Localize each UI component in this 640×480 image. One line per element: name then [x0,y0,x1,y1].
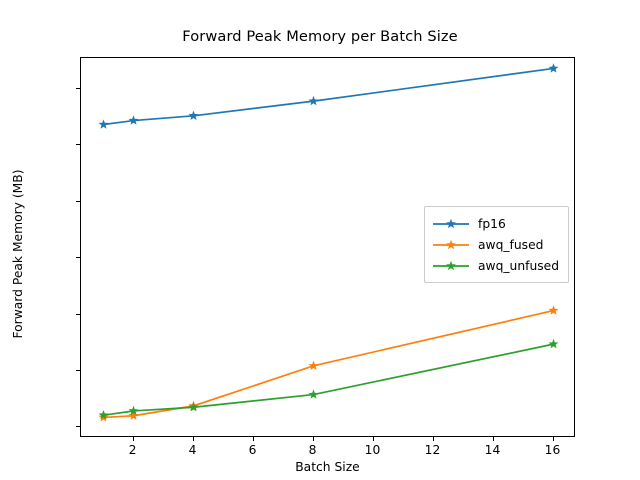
x-axis-tick-mark [192,437,194,441]
legend-item-fp16[interactable]: fp16 [432,213,559,234]
data-point-marker [548,305,559,315]
x-axis-tick-label: 6 [248,443,257,457]
series-canvas [98,63,559,422]
y-axis-tick-mark [76,144,80,146]
x-axis-tick-label: 10 [364,443,381,457]
x-axis-tick-label: 2 [128,443,137,457]
x-axis-tick-label: 12 [424,443,441,457]
legend-swatch-icon [432,238,470,252]
y-axis-tick-mark [76,369,80,371]
legend-label: awq_unfused [478,258,560,273]
x-axis-tick-label: 8 [308,443,317,457]
x-axis-tick-label: 16 [544,443,561,457]
data-point-marker [188,402,199,412]
x-axis-tick-mark [312,437,314,441]
y-axis-tick-mark [76,426,80,428]
data-point-marker [128,115,139,125]
plot-area [80,57,575,437]
x-axis-tick-mark [132,437,134,441]
data-point-marker [128,410,139,420]
y-axis-tick-mark [76,200,80,202]
series-line [103,67,554,126]
x-axis-tick-mark [492,437,494,441]
x-axis-label: Batch Size [295,460,360,474]
data-point-marker [98,119,109,129]
legend-item-awq_fused[interactable]: awq_fused [432,234,559,255]
x-axis-tick-label: 4 [188,443,197,457]
data-point-marker [548,63,559,73]
legend-swatch-icon [432,259,470,273]
y-axis-label: Forward Peak Memory (MB) [11,169,25,339]
series-awq_fused [98,305,559,422]
legend-item-awq_unfused[interactable]: awq_unfused [432,255,559,276]
data-point-marker [98,409,109,420]
data-point-marker [308,360,319,371]
legend-label: fp16 [478,216,506,231]
legend-label: awq_fused [478,237,544,252]
legend: fp16 awq_fused awq_unfused [424,206,570,283]
series-awq_unfused [98,338,559,420]
y-axis-tick-mark [76,88,80,90]
chart-title: Forward Peak Memory per Batch Size [182,28,458,45]
y-axis-tick-mark [76,313,80,315]
x-axis-tick-label: 14 [484,443,501,457]
data-point-marker [128,405,139,416]
data-point-marker [308,389,319,399]
x-axis-tick-mark [432,437,434,441]
series-line [103,343,554,417]
legend-swatch-icon [432,217,470,231]
y-axis-tick-mark [76,257,80,259]
data-point-marker [548,338,559,349]
series-fp16 [98,63,559,129]
data-point-marker [308,95,319,106]
data-point-marker [188,110,199,120]
series-line [103,309,554,419]
x-axis-tick-mark [552,437,554,441]
x-axis-tick-mark [252,437,254,441]
x-axis-tick-mark [372,437,374,441]
